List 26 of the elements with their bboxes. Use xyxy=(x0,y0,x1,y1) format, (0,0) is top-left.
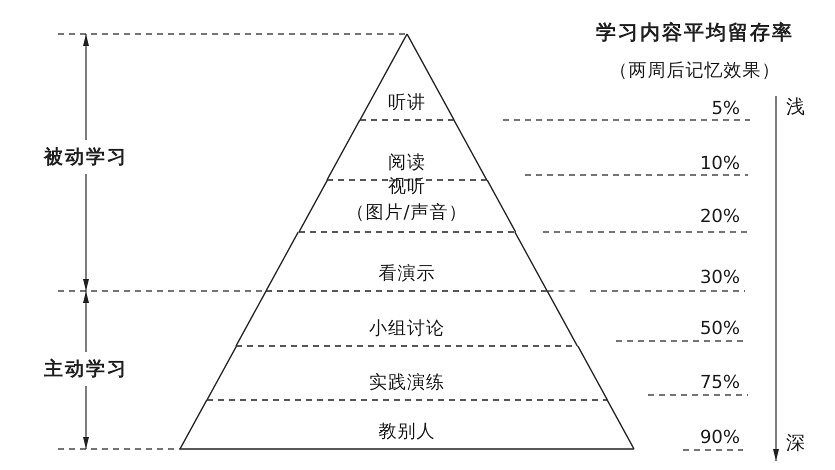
layer-label: 看演示 xyxy=(378,263,436,285)
percentage-text: 75% xyxy=(698,372,740,394)
column-heading: 学习内容平均留存率 xyxy=(595,20,795,44)
pyramid-layer xyxy=(360,34,454,120)
layer-label: （图片/声音） xyxy=(346,201,468,225)
percentage-text: 5% xyxy=(710,98,740,120)
layer-label: 实践演练 xyxy=(368,372,445,394)
layer-label: 小组讨论 xyxy=(368,318,445,340)
group-label: 被动学习 xyxy=(42,146,129,169)
pyramid-layer xyxy=(180,400,634,449)
pyramid-layer xyxy=(266,232,548,291)
group-label: 主动学习 xyxy=(43,358,129,381)
layer-label: 阅读 xyxy=(388,152,426,174)
scale-label: 浅 xyxy=(786,96,806,119)
scale-label: 深 xyxy=(786,432,806,455)
percentage-text: 50% xyxy=(698,318,740,340)
layer-label: 听讲 xyxy=(388,92,426,114)
layer-label: 视听 xyxy=(388,175,426,199)
percentage-text: 10% xyxy=(698,153,740,175)
layer-label: 教别人 xyxy=(378,421,436,443)
percentage-text: 30% xyxy=(698,267,740,289)
percentage-text: 90% xyxy=(698,427,740,449)
pyramid-layer xyxy=(236,291,578,346)
pyramid-layer xyxy=(206,346,608,400)
percentage-text: 20% xyxy=(698,206,740,228)
column-subheading: （两周后记忆效果） xyxy=(608,60,782,82)
